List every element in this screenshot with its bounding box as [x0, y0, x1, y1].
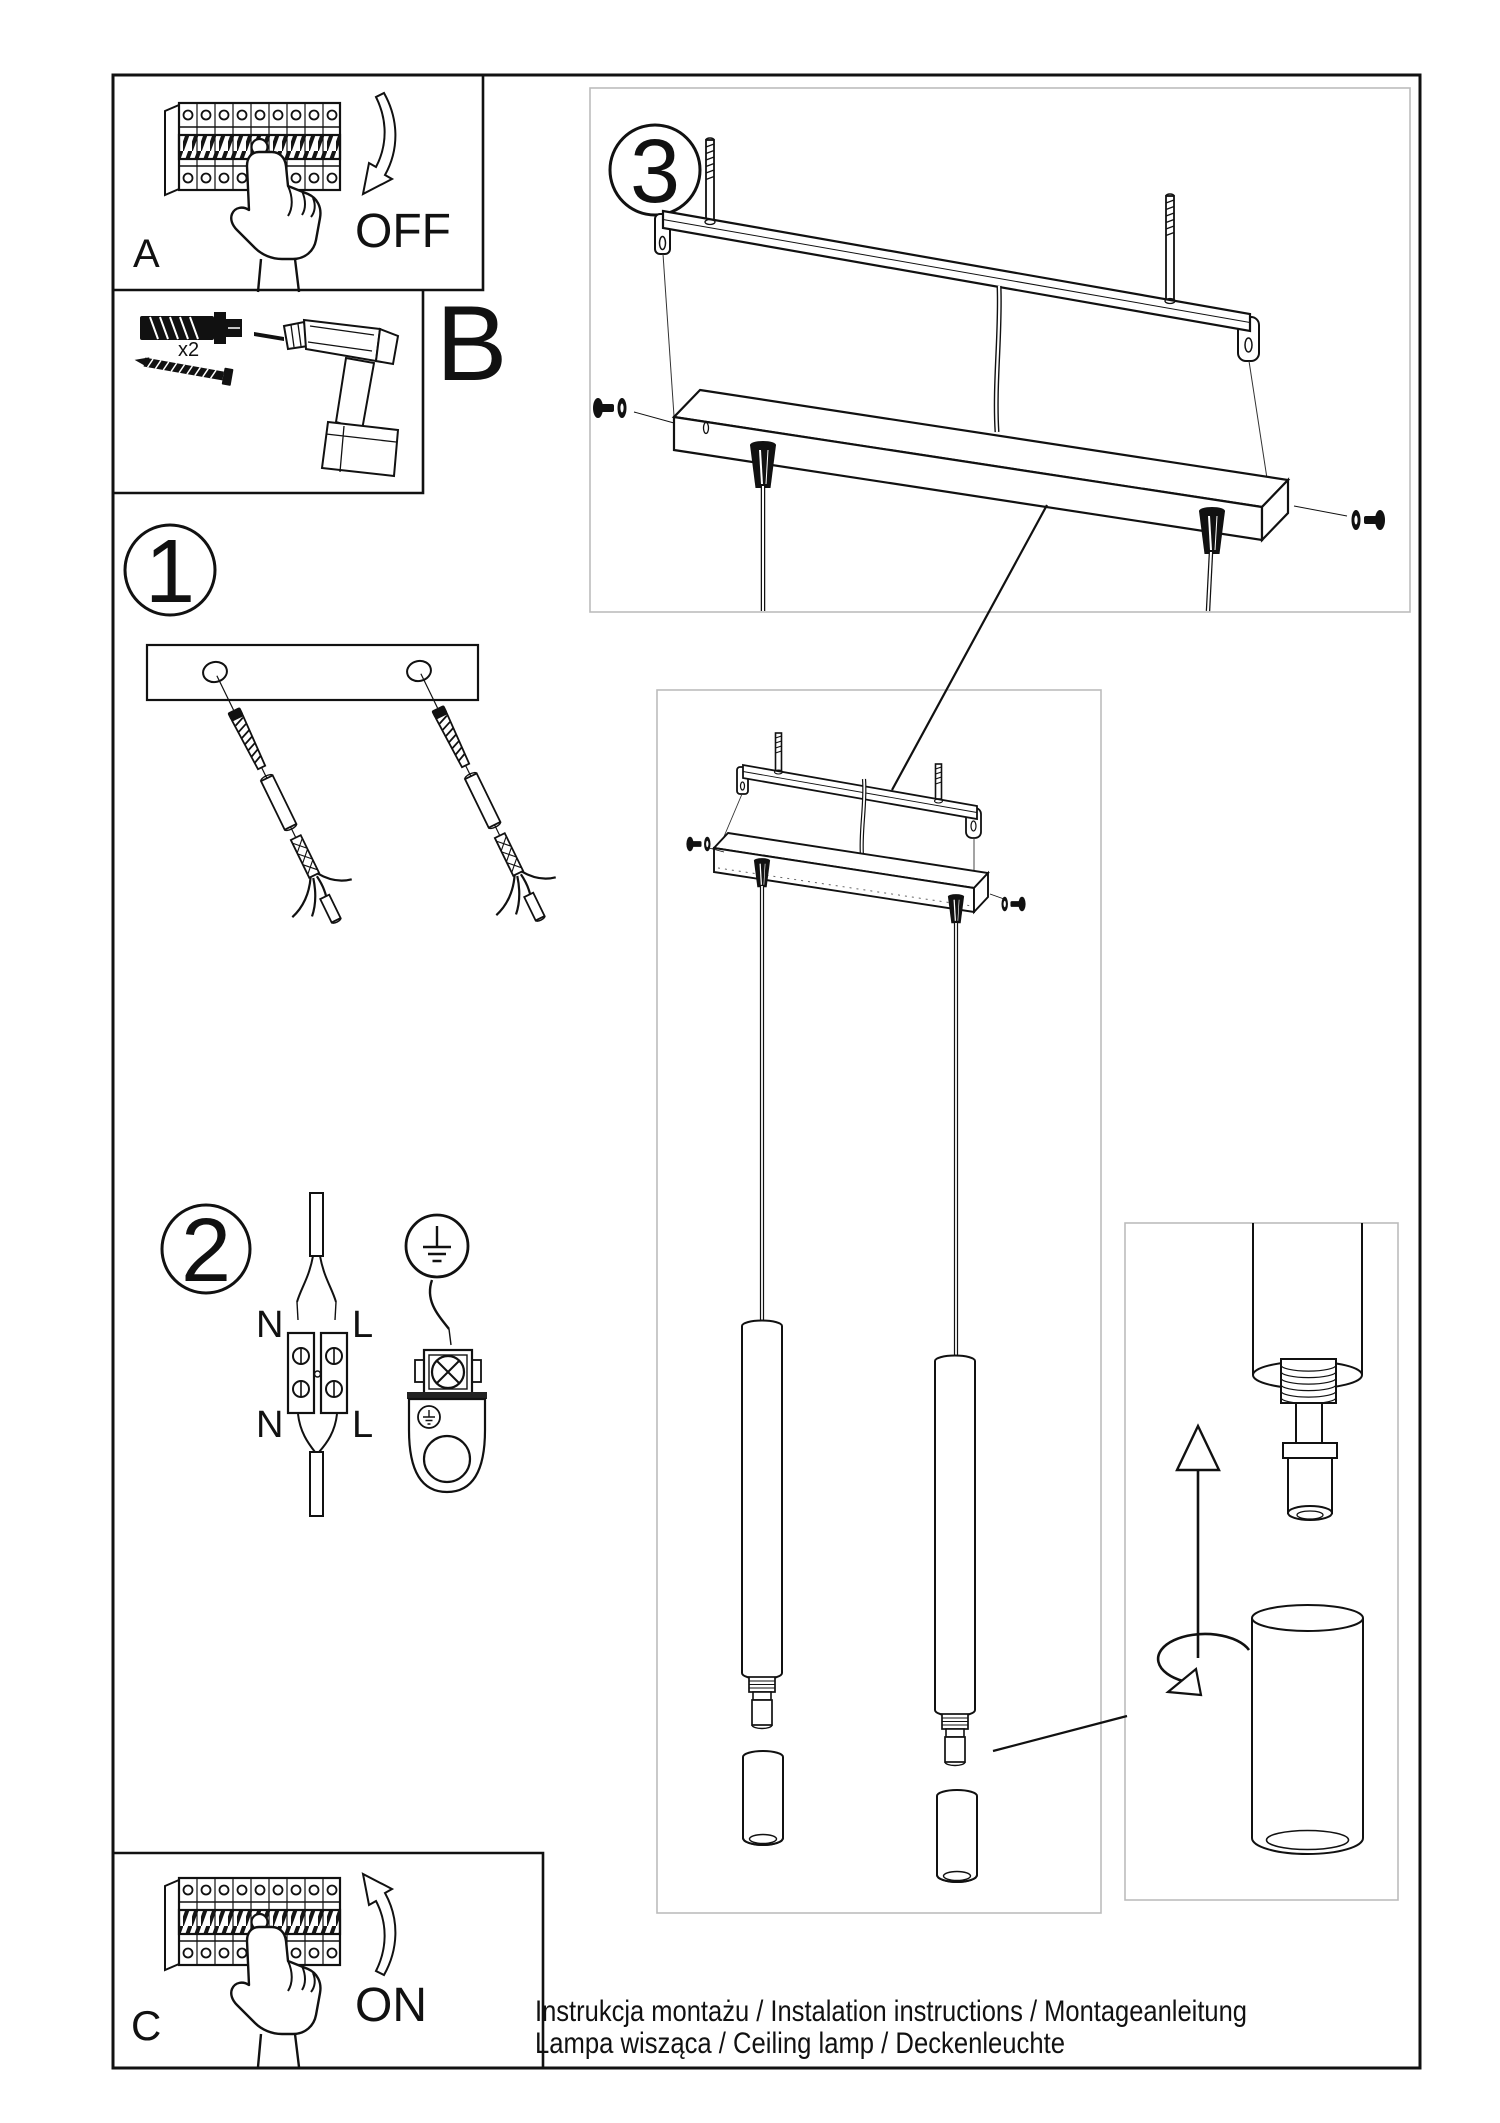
footer-line-1: Instrukcja montażu / Instalation instruc… [535, 1995, 1247, 2028]
panel-a-box [113, 75, 485, 292]
panel-c-box [113, 1851, 545, 2068]
step-2-number: 2 [181, 1201, 231, 1301]
panel-a-label: A [133, 232, 160, 276]
assembly-guide-right [1248, 360, 1271, 499]
panel-a-action: OFF [355, 205, 451, 258]
wire-split-top [296, 1255, 337, 1321]
panel-c: C ON [131, 1872, 427, 2069]
label-l-bottom: L [352, 1404, 373, 1446]
panel-a: A OFF [133, 91, 451, 294]
detail-shade [1251, 1604, 1364, 1855]
assembly-bolt-right [934, 763, 943, 800]
ground-wire [428, 1279, 452, 1346]
step-1-badge [123, 523, 217, 617]
suspension-cable-right [1205, 551, 1214, 612]
panel-b-label: B [436, 283, 507, 403]
assembly-bolt-left [774, 732, 783, 772]
panel-c-label: C [131, 2002, 161, 2049]
label-n-bottom: N [256, 1404, 283, 1446]
up-arrow-icon [1175, 1423, 1221, 1658]
shade-left [742, 1750, 784, 1846]
step-1-number: 1 [145, 522, 195, 622]
hanger-bolt-right [1165, 193, 1175, 301]
label-n-top: N [256, 1304, 283, 1346]
step-3-number: 3 [630, 122, 680, 222]
step-1: 1 [123, 522, 571, 940]
ceiling-bracket [654, 209, 1260, 362]
step-2: 2 N L N L [160, 1192, 487, 1517]
terminal-block [286, 1331, 349, 1415]
pointer-line [891, 504, 1048, 791]
assembly-canopy [712, 831, 990, 915]
mains-cable-top [309, 1192, 324, 1257]
assembly-box [656, 689, 1102, 1914]
wire-join-bottom [297, 1413, 338, 1453]
screw-icon [134, 357, 234, 386]
screw-axis-left [708, 847, 725, 853]
drill-icon [254, 318, 400, 478]
screw-axis-right [1293, 505, 1348, 517]
panel-b-box [113, 290, 425, 495]
screw-axis-right [989, 893, 1005, 900]
lamp-assembly [686, 732, 1128, 1883]
label-l-top: L [352, 1304, 373, 1346]
power-cord [859, 778, 867, 857]
strip-hole-right [406, 659, 432, 683]
step-2-badge [160, 1203, 252, 1295]
detail-pointer-line [992, 1714, 1128, 1753]
detail-lamp-holder [1282, 1402, 1338, 1521]
ground-terminal [407, 1348, 487, 1494]
rotate-arrow-icon [1156, 1632, 1251, 1697]
mains-cable-bottom [309, 1451, 324, 1517]
power-on-arrow-icon [361, 1872, 397, 1977]
ground-symbol-icon [404, 1213, 470, 1279]
detail-socket-thread [1280, 1358, 1337, 1405]
assembly-guide-left [662, 253, 675, 417]
pendant-tube-left [741, 1319, 783, 1730]
step-3: 3 [593, 122, 1385, 791]
shade-right [936, 1789, 978, 1883]
detail-view [1156, 1223, 1364, 1855]
footer-line-2: Lampa wisząca / Ceiling lamp / Deckenleu… [535, 2027, 1065, 2060]
power-off-arrow-icon [361, 91, 397, 196]
step-3-box [589, 87, 1411, 613]
hanger-bolt-left [705, 137, 715, 221]
panel-b: x2 B [134, 283, 507, 478]
screw-axis-left [633, 411, 675, 424]
pendant-tube-right [934, 1354, 976, 1767]
quantity-label: x2 [178, 339, 199, 361]
canopy [671, 388, 1291, 543]
step-3-badge [608, 123, 702, 217]
assembly-bracket [736, 763, 982, 839]
wall-plug-icon [140, 312, 242, 344]
power-cord [993, 285, 1002, 433]
panel-c-action: ON [355, 1979, 427, 2032]
strip-hole-left [202, 660, 228, 684]
detail-box [1124, 1222, 1399, 1901]
